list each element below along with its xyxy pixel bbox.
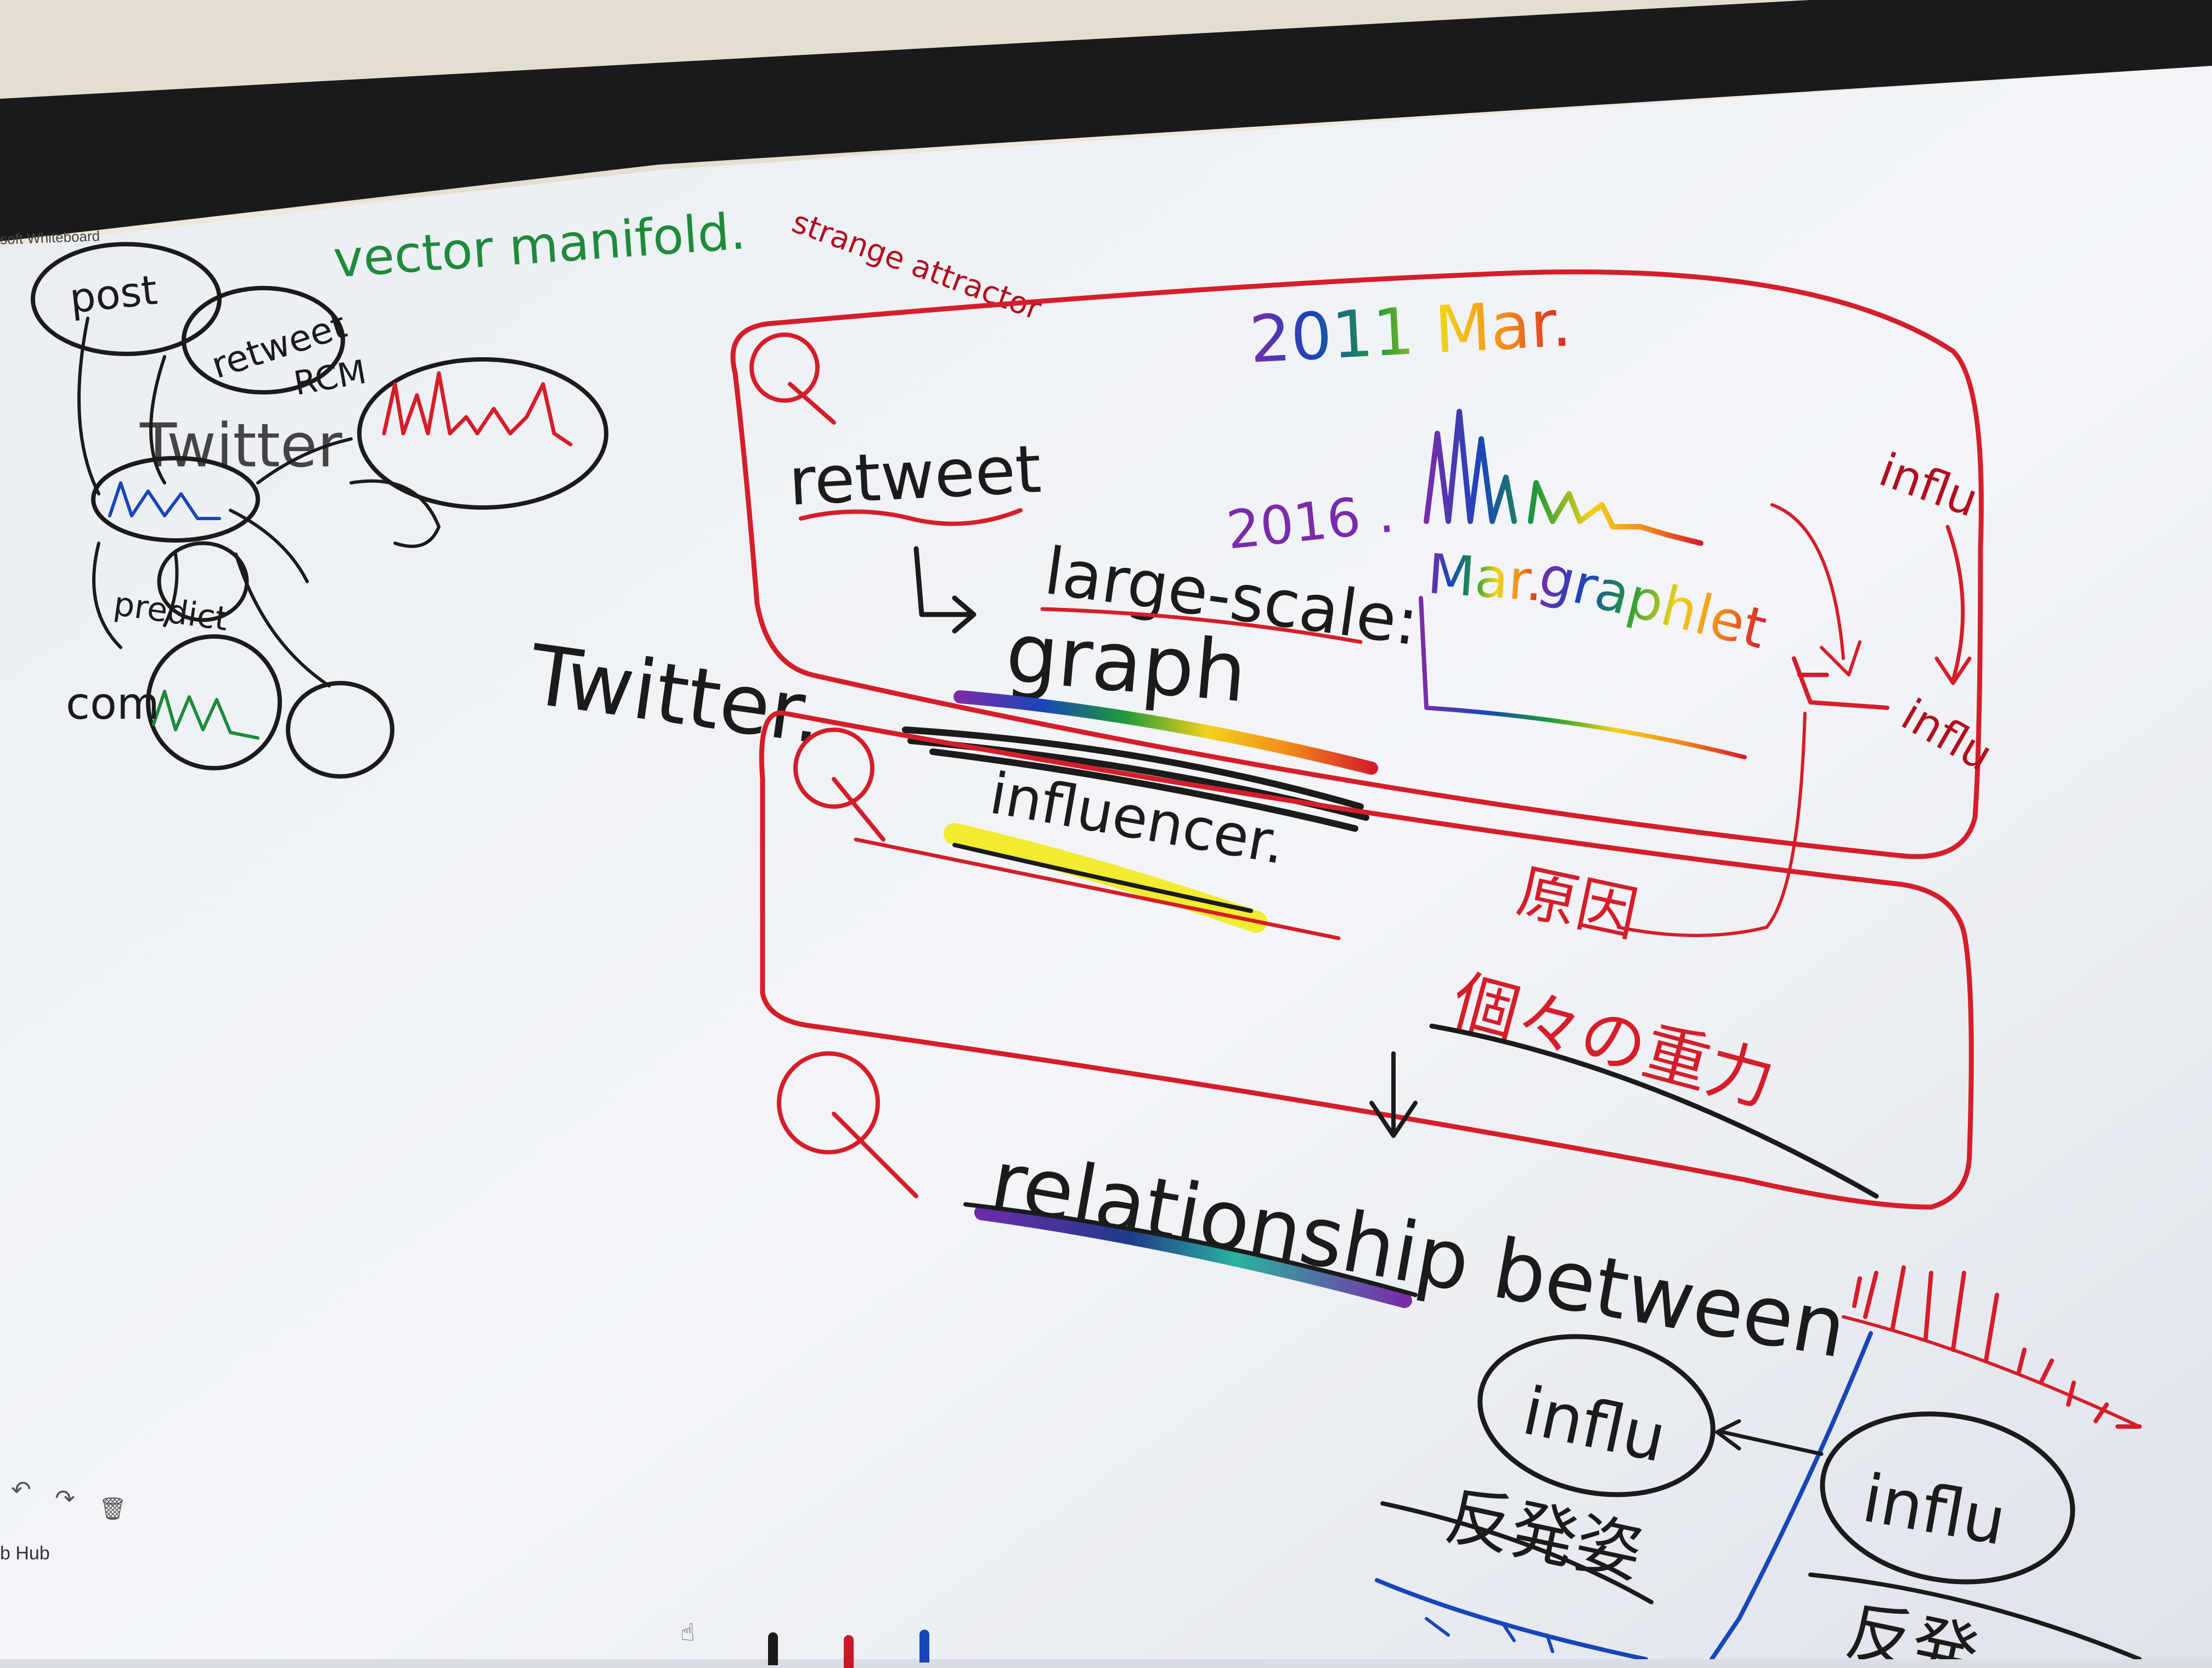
japanese-cause-text: 原因 <box>1511 856 1644 950</box>
blue-spike-circle <box>91 456 260 543</box>
delete-icon[interactable]: 🗑 <box>99 1496 127 1522</box>
hub-label: b Hub <box>0 1543 50 1564</box>
double-arrow <box>1715 1419 1824 1456</box>
pen-blue[interactable] <box>919 1630 929 1663</box>
top-left-cluster: vector manifold. post retweet RCM Twitte… <box>31 202 748 779</box>
graphlet-text: graphlet <box>1533 543 1773 661</box>
upper-red-box: 2011 Mar. retweet 2016 . large-scale: gr… <box>730 269 2001 859</box>
influ-right-lower-text: influ <box>1893 689 2001 781</box>
lower-red-box: influencer. 原因 個々の重力 <box>759 710 1974 1210</box>
red-q-marker-3 <box>777 1051 918 1198</box>
retweet-circle <box>182 286 345 395</box>
post-text: post <box>67 267 160 323</box>
blue-bottom-line <box>1375 1578 1648 1659</box>
connector-lines <box>77 317 441 688</box>
red-spike-circle <box>357 357 608 510</box>
influ-circle-1 <box>1477 1334 1716 1497</box>
vector-manifold-text: vector manifold. <box>331 202 747 289</box>
predict-circle <box>157 541 249 622</box>
rcm-text: RCM <box>291 353 369 403</box>
red-spike-chart <box>382 371 573 447</box>
yellow-highlight <box>944 823 1267 933</box>
date-2016-text: 2016 . <box>1224 483 1397 561</box>
empty-circle <box>286 681 394 779</box>
touch-icon[interactable]: ☝ <box>680 1619 695 1647</box>
retweet-red-underline <box>799 508 1023 526</box>
relationship-group: relationship between <box>963 1132 1853 1377</box>
arrow-hook <box>913 546 977 634</box>
red-arrow-curve <box>1770 503 1861 677</box>
down-arrow <box>1369 1051 1418 1138</box>
twitter-big-text: Twitter. <box>523 627 829 763</box>
pen-red[interactable] <box>844 1635 854 1668</box>
blue-vertical-line <box>1709 1331 1873 1659</box>
rainbow-scribble <box>953 690 1378 775</box>
relationship-text: relationship between <box>984 1132 1853 1377</box>
com-text: com <box>66 678 160 729</box>
green-spike-circle <box>146 634 282 770</box>
red-box-marker <box>1792 656 1889 710</box>
mar-text: Mar. <box>1425 542 1545 613</box>
red-connector <box>1617 712 1807 937</box>
pen-black[interactable] <box>768 1632 778 1665</box>
rainbow-bars <box>1424 409 1703 546</box>
redo-icon[interactable]: ↷ <box>55 1485 75 1513</box>
red-spike-bars <box>1852 1265 2142 1429</box>
blue-spike-chart <box>108 481 221 520</box>
predict-text: predict <box>111 585 230 639</box>
red-q-marker-1 <box>749 333 820 403</box>
date-2011-text: 2011 Mar. <box>1248 285 1573 377</box>
red-q-marker-2 <box>793 728 874 809</box>
influ-circle-2-text: influ <box>1857 1461 2011 1560</box>
influ-circle-2 <box>1820 1411 2075 1585</box>
influ-circle-1-text: influ <box>1516 1373 1672 1477</box>
green-spike-chart <box>152 690 259 740</box>
undo-icon[interactable]: ↶ <box>11 1476 31 1504</box>
galaxy-underline <box>974 1205 1412 1308</box>
rainbow-frame <box>1419 596 1747 759</box>
influ-right-text: influ <box>1872 443 1985 528</box>
twitter-small-text: Twitter <box>139 410 342 481</box>
retweet-big-text: retweet <box>787 431 1043 521</box>
